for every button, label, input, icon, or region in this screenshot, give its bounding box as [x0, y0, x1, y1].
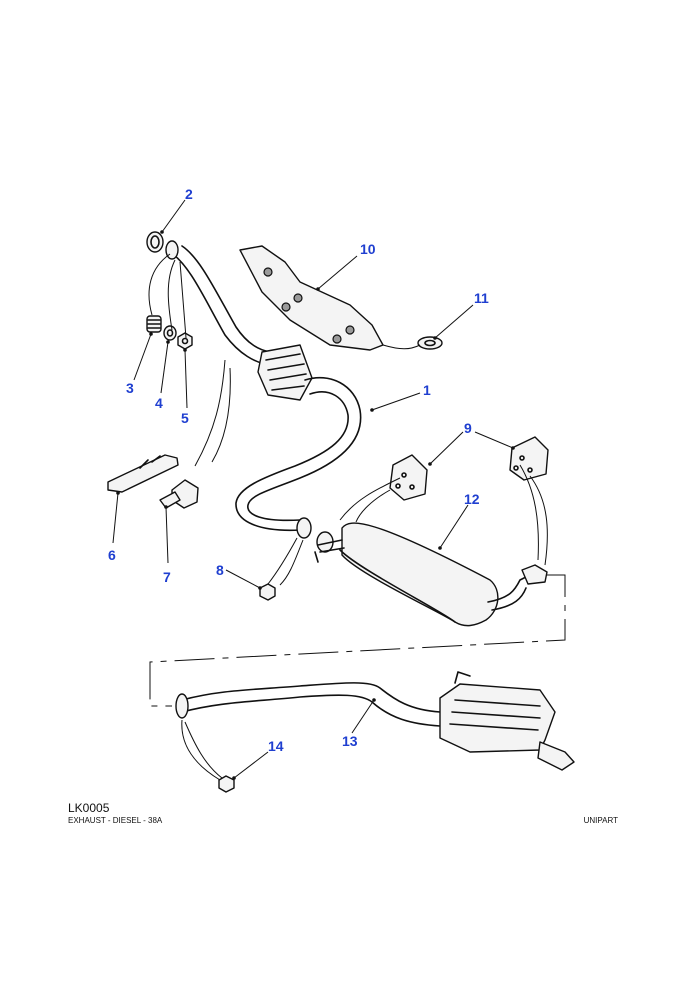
callout-6: 6	[108, 547, 116, 563]
bolt-part-7	[159, 479, 199, 509]
heat-shield-part-10	[239, 245, 384, 351]
callout-11: 11	[474, 290, 489, 306]
washer-part-4	[163, 325, 177, 341]
callout-leaders	[112, 199, 515, 780]
rear-silencer-part-13	[175, 671, 575, 771]
callout-2: 2	[185, 186, 193, 202]
callout-8: 8	[216, 562, 224, 578]
callout-labels: 1 2 3 4 5 6 7 8 9 10 11 12 13 14	[108, 186, 489, 754]
brand-label: UNIPART	[583, 816, 618, 825]
front-pipe-part-1	[169, 245, 362, 532]
diagram-title: EXHAUST - DIESEL - 38A	[68, 816, 163, 825]
callout-1: 1	[423, 382, 431, 398]
callout-13: 13	[342, 733, 358, 749]
stud-part-3	[146, 315, 162, 333]
bracket-part-6	[107, 454, 179, 493]
rubber-mount-part-9a	[389, 454, 428, 501]
callout-14: 14	[268, 738, 284, 754]
nut-part-5	[177, 332, 193, 350]
diagram-code: LK0005	[68, 801, 110, 815]
gasket-part-2	[146, 231, 179, 260]
nut-part-14	[218, 775, 235, 793]
washer-part-11	[417, 336, 443, 350]
connector-lines	[148, 253, 566, 781]
flange-nut-part-8	[259, 517, 334, 601]
callout-9: 9	[464, 420, 472, 436]
callout-12: 12	[464, 491, 480, 507]
callout-3: 3	[126, 380, 134, 396]
rubber-mount-part-9b	[509, 436, 549, 481]
callout-5: 5	[181, 410, 189, 426]
callout-10: 10	[360, 241, 376, 257]
callout-4: 4	[155, 395, 163, 411]
intermediate-silencer-part-12	[314, 522, 548, 627]
callout-7: 7	[163, 569, 171, 585]
